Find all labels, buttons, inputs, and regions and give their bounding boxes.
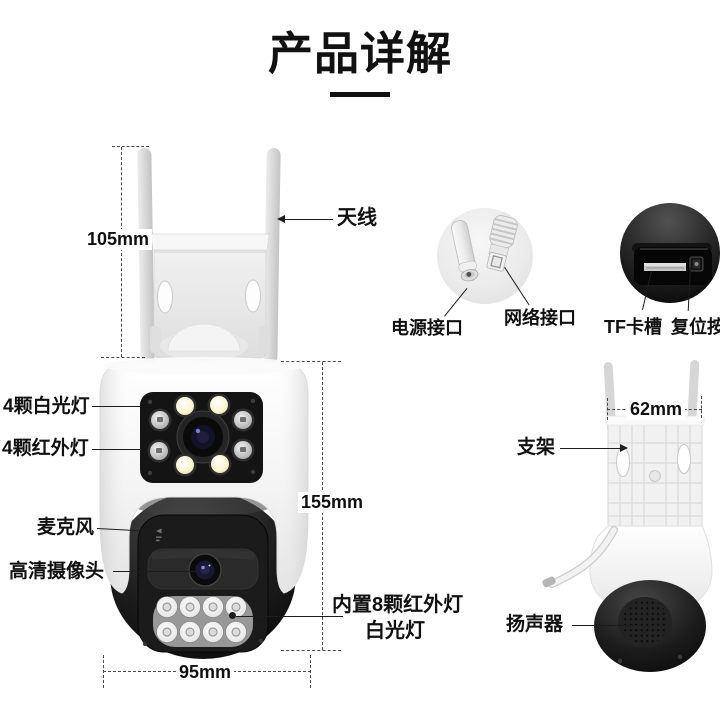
label-dim-95: 95mm [176, 662, 235, 683]
tf-card [644, 263, 686, 271]
leader-bracket-arrow [620, 444, 628, 452]
label-tf: TF卡槽 [604, 317, 662, 337]
dim-62-tick-left [607, 398, 608, 420]
dim-95-tick-right [310, 655, 311, 688]
dim-105-line [121, 147, 122, 357]
dim-62-tick-right [701, 396, 702, 418]
back-right-antenna [686, 360, 700, 434]
label-speaker: 扬声器 [506, 614, 564, 635]
label-white-light: 4颗白光灯 [3, 396, 90, 417]
microphone-hole [156, 528, 162, 542]
dim-155-tick-bottom [281, 650, 341, 651]
leader-antenna-arrow [277, 215, 285, 223]
label-dim-62: 62mm [627, 399, 686, 420]
leader-speaker [572, 625, 638, 626]
main-camera-illustration [99, 148, 309, 659]
label-mic: 麦克风 [37, 517, 95, 538]
right-antenna [263, 148, 281, 364]
label-dim-105: 105mm [84, 229, 153, 250]
second-lens [188, 553, 222, 587]
dim-95-tick-left [103, 655, 104, 688]
leader-ir-light [92, 449, 143, 450]
leader-antenna [284, 219, 333, 220]
main-lens [176, 410, 230, 464]
leader-builtin [236, 616, 343, 617]
leader-builtin-dot [229, 612, 236, 619]
speaker-grille [622, 599, 668, 645]
label-builtin-1: 内置8颗红外灯 [332, 594, 464, 616]
leader-bracket [560, 448, 622, 449]
white-light-leds [173, 393, 232, 477]
power-connector [451, 208, 479, 282]
leader-hd-camera [113, 571, 197, 572]
connectors-photo [437, 208, 533, 304]
dim-105-tick-top [112, 146, 149, 147]
ir-leds [147, 408, 255, 463]
label-power: 电源接口 [391, 318, 463, 338]
builtin-leds [156, 596, 247, 643]
back-camera-illustration [542, 360, 713, 672]
tf-slot-photo [620, 203, 720, 303]
label-builtin-2: 白光灯 [365, 620, 425, 642]
dim-105-tick-bottom [101, 357, 145, 358]
label-hd-camera: 高清摄像头 [9, 561, 105, 582]
network-connector [486, 208, 524, 272]
label-network: 网络接口 [504, 308, 576, 328]
label-ir-light: 4颗红外灯 [2, 438, 89, 459]
label-bracket: 支架 [517, 437, 556, 458]
page-title: 产品详解 [267, 28, 452, 79]
left-antenna [137, 148, 155, 364]
leader-white-light [92, 406, 142, 407]
dim-155-tick-top [281, 361, 341, 362]
label-dim-155: 155mm [298, 492, 367, 513]
label-antenna: 天线 [337, 207, 377, 229]
label-reset: 复位按键 [671, 317, 720, 337]
title-underline [330, 92, 390, 97]
